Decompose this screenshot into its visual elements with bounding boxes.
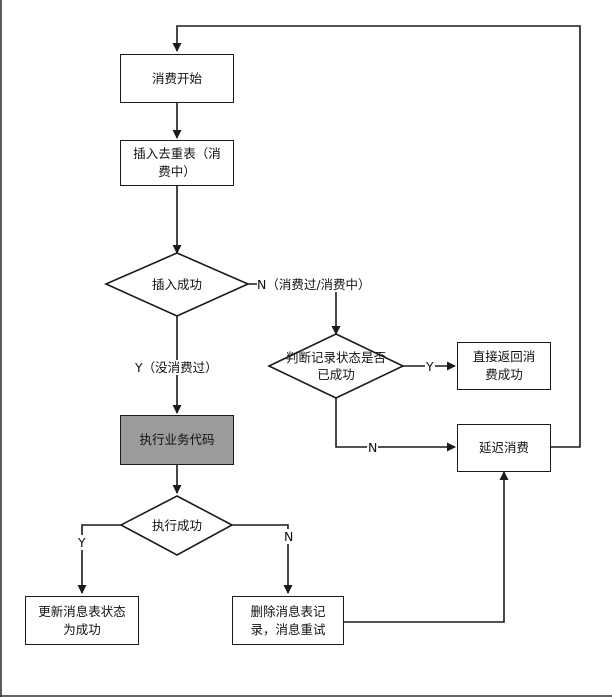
- edge-label-exec-yes: Y: [77, 535, 87, 550]
- decision-insert-success-shape: [104, 252, 250, 317]
- decision-exec-success-text: 执行成功: [117, 517, 237, 534]
- decision-check-status-text: 判断记录状态是否 已成功: [276, 349, 396, 383]
- node-delay-consume-text: 延迟消费: [478, 440, 529, 455]
- decision-exec-success-shape: [119, 495, 234, 556]
- node-delay-consume: 延迟消费: [457, 424, 551, 472]
- edge-retry-to-delay: [344, 471, 509, 623]
- edge-label-status-no: N: [367, 440, 379, 455]
- edge-label-exec-no: N: [283, 529, 295, 544]
- node-delete-retry-text-1: 删除消息表记: [250, 603, 326, 619]
- node-return-success: 直接返回消 费成功: [457, 342, 551, 390]
- decision-insert-success-text: 插入成功: [117, 276, 237, 293]
- node-delete-record-retry: 删除消息表记 录，消息重试: [232, 596, 344, 645]
- edge-status-no: [335, 398, 456, 452]
- edge-label-insert-no: N（消费过/消费中）: [257, 277, 371, 292]
- node-delete-retry-text-2: 录，消息重试: [250, 621, 326, 637]
- node-consume-start-text: 消费开始: [151, 70, 202, 86]
- edge-label-status-yes: Y: [425, 359, 435, 374]
- node-return-success-text-1: 直接返回消: [472, 349, 536, 364]
- decision-exec-success-label: 执行成功: [151, 518, 202, 533]
- node-insert-dedup-text-1: 插入去重表（消: [133, 146, 221, 161]
- decision-check-status-label-1: 判断记录状态是否: [285, 350, 386, 365]
- decision-check-status-shape: [267, 333, 405, 399]
- edge-exec-yes: [77, 524, 121, 594]
- node-consume-start: 消费开始: [120, 54, 234, 103]
- edge-label-insert-yes: Y（没消费过）: [133, 360, 220, 375]
- node-insert-dedup-text-2: 费中）: [158, 164, 196, 179]
- node-return-success-text-2: 费成功: [485, 367, 523, 382]
- node-update-status-text-1: 更新消息表状态: [38, 603, 126, 619]
- node-exec-business-text: 执行业务代码: [139, 432, 215, 447]
- decision-insert-success-label: 插入成功: [151, 277, 202, 292]
- node-insert-dedup-table: 插入去重表（消 费中）: [120, 140, 234, 186]
- decision-check-status-label-2: 已成功: [317, 367, 355, 382]
- edge-exec-no: [232, 524, 293, 594]
- node-update-status-text-2: 为成功: [63, 621, 101, 637]
- node-update-status-success: 更新消息表状态 为成功: [25, 596, 139, 645]
- edge-delay-loop: [172, 25, 581, 448]
- node-exec-business-code: 执行业务代码: [120, 415, 234, 465]
